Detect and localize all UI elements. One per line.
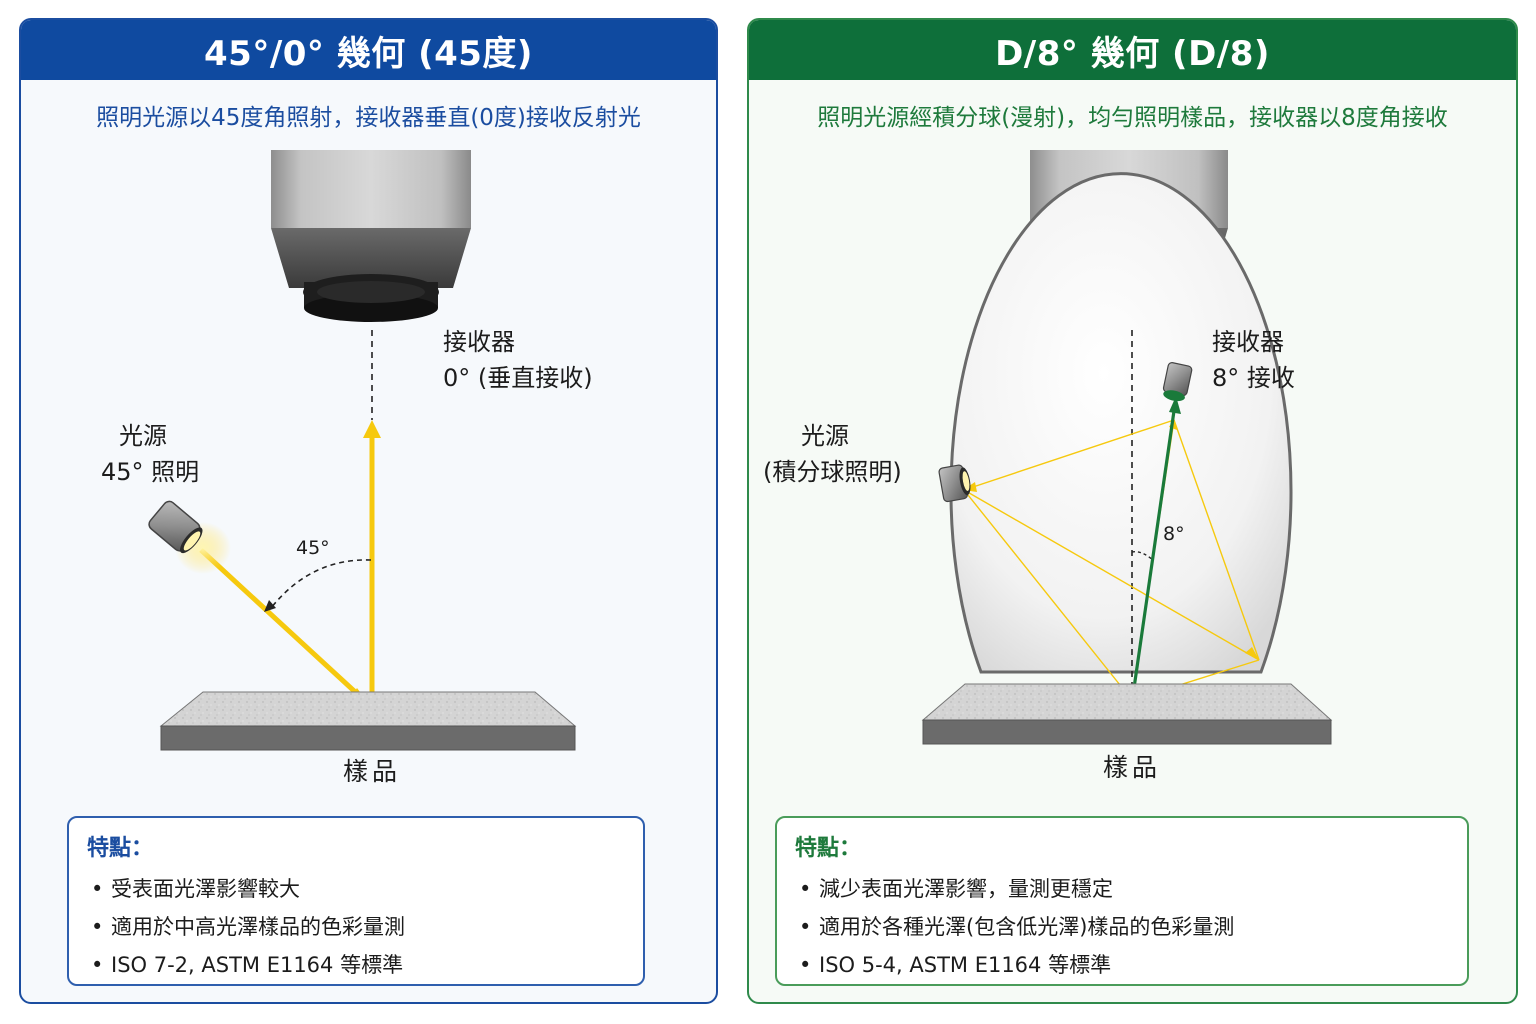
angle-arc-arrowhead xyxy=(264,600,276,612)
feature-text: 受表面光澤影響較大 xyxy=(111,877,300,901)
panel-subtitle-45-0: 照明光源以45度角照射，接收器垂直(0度)接收反射光 xyxy=(96,105,641,131)
panel-subtitle-d8: 照明光源經積分球(漫射)，均勻照明樣品，接收器以8度角接收 xyxy=(817,105,1448,131)
receiver-angle-label: 8° 接收 xyxy=(1212,364,1295,392)
bullet: • xyxy=(799,877,812,901)
receiver-angle-label: 0° (垂直接收) xyxy=(443,364,593,392)
list-item: • 適用於中高光澤樣品的色彩量測 xyxy=(91,908,405,946)
sample-label: 樣品 xyxy=(343,757,402,786)
angle-label: 8° xyxy=(1163,523,1185,545)
receiver-label: 接收器 xyxy=(443,328,515,356)
features-box: 特點： • 減少表面光澤影響，量測更穩定 • 適用於各種光澤(包含低光澤)樣品的色彩… xyxy=(775,816,1469,986)
diagram-d8 xyxy=(921,150,1333,745)
features-list: • 受表面光澤影響較大 • 適用於中高光澤樣品的色彩量測 • ISO 7-2, AST… xyxy=(91,870,405,984)
light-source-label: 光源 xyxy=(801,422,849,450)
light-source-icon xyxy=(938,464,971,503)
panel-header-45-0: 45°/0° 幾何 (45度) xyxy=(21,20,716,80)
receiver-port-icon xyxy=(1162,362,1193,402)
receiver-label: 接收器 xyxy=(1212,328,1284,356)
detector-icon xyxy=(271,150,471,322)
bullet: • xyxy=(799,915,812,939)
sample-label: 樣品 xyxy=(1103,753,1162,782)
list-item: • 受表面光澤影響較大 xyxy=(91,870,405,908)
angle-label: 45° xyxy=(296,537,330,559)
features-box: 特點： • 受表面光澤影響較大 • 適用於中高光澤樣品的色彩量測 • ISO 7-2,… xyxy=(67,816,645,986)
list-item: • 減少表面光澤影響，量測更穩定 xyxy=(799,870,1234,908)
angle-arc xyxy=(270,559,372,609)
light-source-angle-label: 45° 照明 xyxy=(101,458,200,486)
diagram-45-0 xyxy=(148,150,577,751)
light-source-desc-label: (積分球照明) xyxy=(763,458,902,486)
list-item: • ISO 7-2, ASTM E1164 等標準 xyxy=(91,946,405,984)
integrating-sphere xyxy=(949,172,1293,674)
light-source-label: 光源 xyxy=(119,422,167,450)
geometry-d8-panel: D/8° 幾何 (D/8) 照明光源經積分球(漫射)，均勻照明樣品，接收器以8度… xyxy=(747,18,1518,1004)
feature-text: 減少表面光澤影響，量測更穩定 xyxy=(819,877,1113,901)
light-source-icon xyxy=(148,500,231,574)
incident-ray xyxy=(199,548,367,703)
feature-text: 適用於中高光澤樣品的色彩量測 xyxy=(111,915,405,939)
reflected-ray-arrowhead xyxy=(363,420,381,438)
geometry-45-0-panel: 45°/0° 幾何 (45度) 照明光源以45度角照射，接收器垂直(0度)接收反… xyxy=(19,18,718,1004)
feature-text: ISO 5-4, ASTM E1164 等標準 xyxy=(819,953,1112,977)
bullet: • xyxy=(91,877,104,901)
feature-text: 適用於各種光澤(包含低光澤)樣品的色彩量測 xyxy=(819,915,1235,939)
received-ray-arrowhead xyxy=(1169,396,1181,414)
features-title: 特點： xyxy=(795,836,862,861)
features-list: • 減少表面光澤影響，量測更穩定 • 適用於各種光澤(包含低光澤)樣品的色彩量測 •… xyxy=(799,870,1234,984)
angle-arc xyxy=(1131,550,1154,561)
bullet: • xyxy=(799,953,812,977)
feature-text: ISO 7-2, ASTM E1164 等標準 xyxy=(111,953,404,977)
features-title: 特點： xyxy=(87,836,154,861)
received-ray xyxy=(1130,403,1177,703)
list-item: • ISO 5-4, ASTM E1164 等標準 xyxy=(799,946,1234,984)
bullet: • xyxy=(91,915,104,939)
sample-slab xyxy=(921,683,1333,745)
sample-slab xyxy=(159,691,577,751)
panel-header-d8: D/8° 幾何 (D/8) xyxy=(749,20,1516,80)
list-item: • 適用於各種光澤(包含低光澤)樣品的色彩量測 xyxy=(799,908,1234,946)
bullet: • xyxy=(91,953,104,977)
